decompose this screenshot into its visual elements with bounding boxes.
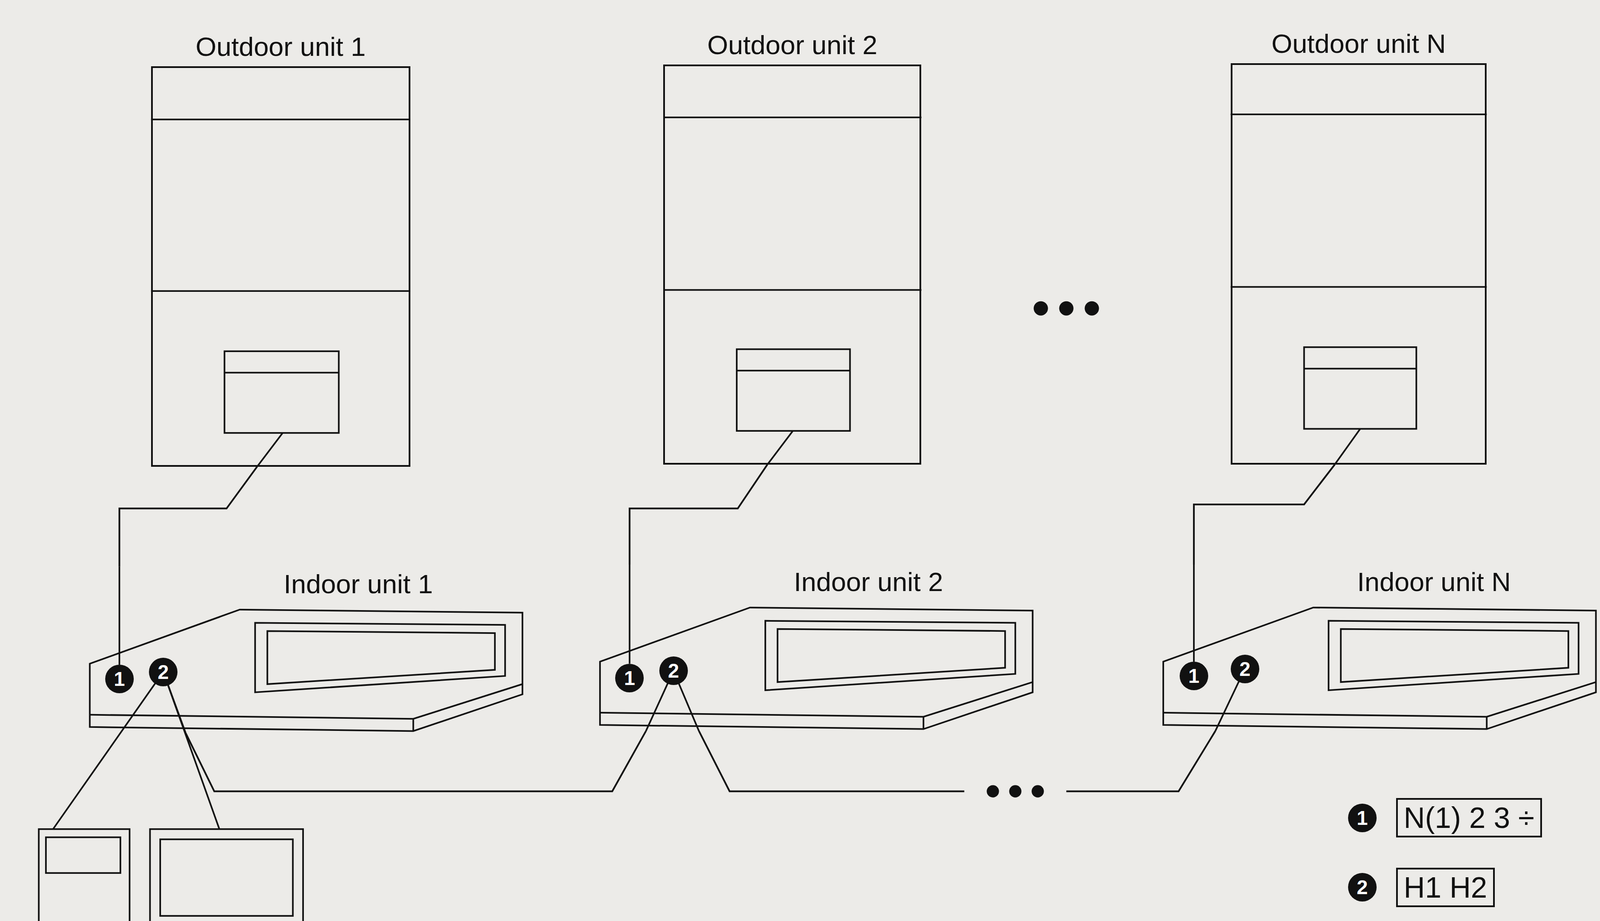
wire (257, 432, 283, 467)
unit-label: Outdoor unit 1 (195, 31, 366, 62)
indoor-unit-drawing (600, 607, 1033, 730)
outdoor-panel-lines (151, 114, 1488, 291)
callout-number: 2 (659, 656, 688, 685)
remote-controller (38, 829, 130, 921)
wire (1334, 428, 1361, 465)
unit-label: Outdoor unit N (1271, 28, 1446, 59)
panel-line (1230, 286, 1488, 288)
callout-number: 2 (1230, 654, 1260, 684)
control-box-line (1303, 367, 1417, 370)
control-box (1303, 347, 1417, 430)
wire (53, 671, 164, 830)
callout-number: 2 (148, 657, 178, 687)
callout-number: 1 (1348, 803, 1377, 833)
callout-number: 1 (105, 664, 134, 694)
indoor-unit: Indoor unit N (1163, 564, 1596, 731)
wire-connector (185, 730, 646, 791)
unit-label: Outdoor unit 2 (707, 29, 878, 61)
terminal-names: N(1) 2 3 ÷ (1403, 801, 1535, 834)
dot (1031, 784, 1044, 797)
wire (1193, 564, 1195, 662)
indoor-unit: Indoor unit 2 (600, 564, 1033, 731)
indoor-unit: Indoor unit 1 (89, 566, 523, 733)
wire (628, 564, 631, 664)
unit-label: Indoor unit 2 (793, 566, 944, 597)
control-boxes (224, 347, 1417, 433)
control-box (736, 348, 851, 431)
panel-line (1230, 113, 1488, 116)
unit-label: Indoor unit N (1357, 566, 1511, 597)
dot (1059, 301, 1074, 316)
callout-number: 2 (1348, 872, 1377, 902)
wire (163, 671, 220, 830)
control-box (224, 351, 339, 433)
panel-line (663, 116, 922, 119)
dot (986, 784, 999, 797)
wire (767, 430, 794, 465)
wire-connector (119, 466, 258, 567)
remote-controller (150, 829, 304, 921)
control-box-line (224, 371, 339, 374)
wire-connector (699, 730, 1216, 791)
panel-line (151, 290, 411, 292)
indoor-unit-drawing (89, 609, 523, 732)
dot (1084, 301, 1100, 316)
outdoor-unit: Outdoor unit 2 (663, 64, 922, 465)
callout-number: 1 (615, 663, 644, 693)
dot (1033, 301, 1049, 316)
callout-number: 1 (1179, 661, 1209, 691)
outdoor-unit: Outdoor unit 1 (151, 66, 411, 467)
unit-label: Indoor unit 1 (283, 568, 433, 600)
wire (118, 566, 121, 665)
terminal-names: H1 H2 (1403, 870, 1488, 904)
dot (1009, 784, 1022, 797)
wire-stubs (53, 428, 1361, 829)
wire-connector (1193, 464, 1335, 565)
controller-screen (160, 838, 293, 916)
continuation-dots (986, 301, 1099, 798)
terminal-box: N(1) 2 3 ÷ (1396, 797, 1543, 838)
control-box-line (736, 369, 851, 372)
terminal-box: H1 H2 (1396, 867, 1496, 907)
remote-controllers (38, 829, 304, 921)
outdoor-unit: Outdoor unit N (1230, 63, 1488, 465)
wire-connector (629, 464, 768, 565)
controller-screen (45, 837, 121, 874)
indoor-unit-drawing (1163, 607, 1596, 730)
panel-line (151, 118, 411, 121)
panel-line (663, 289, 922, 291)
